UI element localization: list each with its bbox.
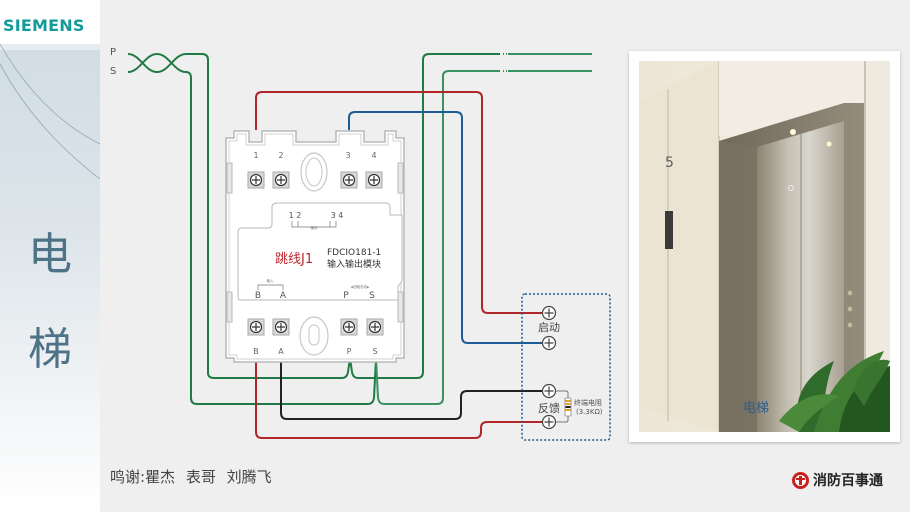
sidebar: SIEMENS 电 梯 bbox=[0, 0, 100, 512]
logo-band: SIEMENS bbox=[0, 0, 100, 44]
inner-label-p: P bbox=[343, 291, 349, 301]
terminal-label-3: 3 bbox=[345, 151, 350, 160]
credits-text: 鸣谢:瞿杰 表哥 刘腾飞 bbox=[110, 468, 272, 486]
resistor-value: (3.3KΩ) bbox=[576, 408, 603, 416]
wire-feedback-black bbox=[280, 362, 543, 420]
wire-break-marks bbox=[503, 53, 507, 72]
bottom-screw-terminals bbox=[247, 318, 384, 336]
fire-hydrant-logo-icon bbox=[792, 471, 809, 489]
resistor-icon bbox=[564, 397, 572, 417]
screw-icon bbox=[247, 318, 265, 336]
wire-p-in bbox=[186, 53, 351, 379]
wire-feedback-red bbox=[255, 362, 543, 439]
wire-start-red bbox=[255, 91, 543, 314]
side-title-char-2: 梯 bbox=[28, 324, 72, 375]
loop-bus-wires bbox=[185, 53, 592, 405]
screw-icon bbox=[340, 318, 358, 336]
twisted-pair bbox=[127, 52, 187, 74]
mounting-hole-top bbox=[300, 152, 328, 192]
terminal-label-b: B bbox=[253, 347, 259, 356]
feedback-label: 反馈 bbox=[538, 402, 560, 415]
terminal-icon bbox=[541, 335, 557, 351]
loop-bus-caption: ◄回路总线► bbox=[350, 284, 370, 289]
wire-p-out bbox=[349, 53, 500, 379]
inner-label-b: B bbox=[255, 291, 261, 301]
screw-icon bbox=[272, 318, 290, 336]
inner-label-s: S bbox=[369, 291, 375, 301]
terminal-icon bbox=[541, 414, 557, 430]
elevator-control-box: 启动 反馈 终端电阻 (3.3KΩ) bbox=[521, 293, 611, 441]
io-module: 1 2 3 4 1 2 3 4 输出 跳线J1 FDCIO181-1 输入输出模… bbox=[225, 130, 405, 363]
module-model: FDCIO181-1 bbox=[327, 248, 381, 258]
terminal-label-2: 2 bbox=[278, 151, 283, 160]
elevator-illustration: 5 bbox=[639, 61, 890, 432]
photo-caption: 电梯 bbox=[743, 401, 770, 416]
inner-label-a: A bbox=[280, 291, 287, 301]
resistor-label: 终端电阻 bbox=[574, 398, 602, 407]
input-caption: 输入 bbox=[267, 278, 275, 283]
wire-s-in bbox=[185, 71, 377, 405]
svg-text:5: 5 bbox=[665, 155, 674, 171]
jumper-top-label-34: 3 4 bbox=[331, 211, 344, 220]
module-description: 输入输出模块 bbox=[327, 258, 381, 270]
mounting-hole-bottom bbox=[299, 316, 329, 356]
screw-icon bbox=[272, 171, 290, 189]
terminal-icon bbox=[541, 383, 557, 399]
decorative-curves bbox=[0, 44, 100, 180]
screw-icon bbox=[247, 171, 265, 189]
wire-start-blue bbox=[348, 111, 543, 344]
screw-icon bbox=[365, 171, 383, 189]
output-caption: 输出 bbox=[311, 225, 319, 230]
publisher-brand: 消防百事通 bbox=[792, 470, 883, 490]
terminal-label-p: P bbox=[347, 347, 352, 356]
publisher-name: 消防百事通 bbox=[813, 473, 883, 489]
elevator-photo: 5 电梯 bbox=[639, 61, 890, 432]
logo-separator bbox=[0, 44, 100, 50]
terminal-label-s: S bbox=[372, 347, 377, 356]
dotted-box bbox=[521, 293, 611, 441]
wire-s-out bbox=[375, 70, 500, 405]
siemens-logo: SIEMENS bbox=[3, 16, 85, 35]
bus-label-p: P bbox=[110, 47, 116, 58]
terminal-icon bbox=[541, 305, 557, 321]
terminal-label-1: 1 bbox=[253, 151, 258, 160]
jumper-label: 跳线J1 bbox=[275, 252, 313, 267]
terminal-label-a: A bbox=[278, 347, 284, 356]
jumper-top-label-12: 1 2 bbox=[289, 211, 302, 220]
wiring-diagram: P S 1 2 3 4 bbox=[110, 47, 611, 441]
side-title-char-1: 电 bbox=[28, 229, 72, 280]
elevator-photo-frame: 5 电梯 bbox=[629, 51, 900, 442]
screw-icon bbox=[366, 318, 384, 336]
start-label: 启动 bbox=[538, 321, 560, 334]
bus-label-s: S bbox=[110, 66, 116, 77]
label-panel bbox=[237, 202, 403, 301]
screw-icon bbox=[340, 171, 358, 189]
terminal-label-4: 4 bbox=[371, 151, 376, 160]
top-screw-terminals bbox=[247, 171, 383, 189]
